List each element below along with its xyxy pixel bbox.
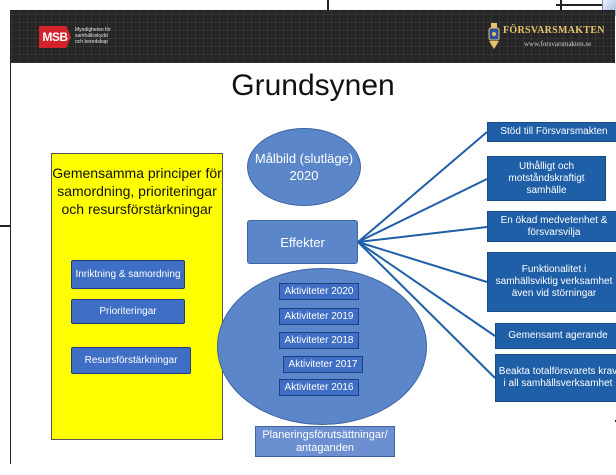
aktiviteter-2019-box: Aktiviteter 2019 — [279, 308, 359, 325]
effect-box-medvetenhet: En ökad medvetenhet & försvarsvilja — [487, 211, 616, 242]
inriktning-samordning-box: Inriktning & samordning — [71, 260, 185, 289]
effect-box-beakta: Beakta totalförsvarets krav i all samhäl… — [495, 354, 616, 402]
principles-panel: Gemensamma principer för samordning, pri… — [51, 153, 223, 440]
msb-subtitle-line: och beredskap — [75, 39, 108, 45]
malbild-label: Målbild (slutläge) 2020 — [254, 151, 354, 183]
aktiviteter-2020-box: Aktiviteter 2020 — [279, 283, 359, 300]
connector-line — [357, 241, 496, 379]
connector-line — [357, 131, 488, 243]
resursforstarkningar-box: Resursförstärkningar — [71, 347, 191, 374]
connector-line — [357, 241, 496, 337]
connector-line — [357, 241, 488, 283]
effect-box-gemensamt: Gemensamt agerande — [495, 323, 616, 349]
forsvarsmakten-url: www.forsvarsmakten.se — [524, 40, 592, 48]
msb-subtitle-line: Myndigheten för — [75, 27, 111, 33]
prioriteringar-box: Prioriteringar — [71, 299, 185, 324]
msb-logo: MSB — [39, 26, 71, 48]
effekter-label: Effekter — [280, 234, 325, 250]
connector-lines — [357, 131, 496, 379]
window-edge — [556, 4, 616, 6]
connector-line — [357, 178, 488, 243]
slide-title: Grundsynen — [231, 69, 395, 102]
principles-title: Gemensamma principer för samordning, pri… — [52, 165, 222, 217]
msb-subtitle-line: samhällsskydd — [75, 33, 108, 39]
connector-line — [357, 226, 488, 243]
msb-logo-text: MSB — [42, 30, 68, 44]
crest-icon — [488, 23, 500, 49]
aktiviteter-2018-box: Aktiviteter 2018 — [279, 332, 359, 349]
aktiviteter-2017-box: Aktiviteter 2017 — [283, 356, 363, 373]
effekter-box: Effekter — [247, 220, 358, 264]
aktiviteter-2016-box: Aktiviteter 2016 — [279, 379, 359, 396]
slide: MSB Myndigheten för samhällsskydd och be… — [10, 10, 616, 464]
planeringsforutsattningar-box: Planeringsförutsättningar/ antaganden — [255, 426, 395, 457]
effect-box-funktionalitet: Funktionalitet i samhällsviktig verksamh… — [487, 252, 616, 312]
effect-box-uthalligt: Uthålligt och motståndskraftigt samhälle — [487, 156, 606, 201]
msb-subtitle: Myndigheten för samhällsskydd och bereds… — [75, 27, 111, 45]
malbild-ellipse: Målbild (slutläge) 2020 — [247, 128, 361, 206]
slide-header: MSB Myndigheten för samhällsskydd och be… — [11, 11, 615, 63]
window-edge — [327, 0, 329, 12]
window-edge — [560, 0, 562, 12]
forsvarsmakten-name: FÖRSVARSMAKTEN — [503, 25, 605, 36]
effect-box-stod: Stöd till Försvarsmakten — [487, 122, 616, 142]
